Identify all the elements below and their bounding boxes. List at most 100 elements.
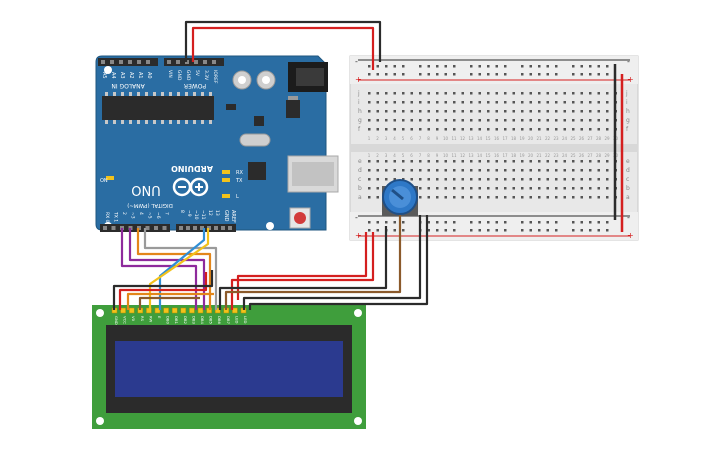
breadboard-hole[interactable] <box>504 160 507 163</box>
breadboard-hole[interactable] <box>529 169 533 172</box>
breadboard-hole[interactable] <box>572 196 575 199</box>
rail-hole[interactable] <box>393 229 397 232</box>
breadboard-hole[interactable] <box>453 178 456 181</box>
breadboard-hole[interactable] <box>546 92 550 95</box>
lcd-pin[interactable] <box>180 307 187 314</box>
breadboard-hole[interactable] <box>427 187 431 190</box>
breadboard-hole[interactable] <box>478 110 482 113</box>
breadboard-hole[interactable] <box>589 187 592 190</box>
breadboard-hole[interactable] <box>453 187 456 190</box>
breadboard-hole[interactable] <box>368 92 371 95</box>
breadboard-hole[interactable] <box>563 187 567 190</box>
breadboard-hole[interactable] <box>546 160 550 163</box>
breadboard-hole[interactable] <box>512 92 516 95</box>
breadboard-hole[interactable] <box>470 178 473 181</box>
rail-hole[interactable] <box>589 73 592 76</box>
rail-hole[interactable] <box>495 73 499 76</box>
breadboard-hole[interactable] <box>419 119 422 122</box>
breadboard-hole[interactable] <box>504 187 507 190</box>
breadboard-hole[interactable] <box>436 169 439 172</box>
rail-hole[interactable] <box>478 73 482 76</box>
breadboard-hole[interactable] <box>402 101 405 104</box>
breadboard-hole[interactable] <box>512 187 516 190</box>
rail-hole[interactable] <box>521 221 524 224</box>
breadboard-hole[interactable] <box>495 196 499 199</box>
rail-hole[interactable] <box>538 229 541 232</box>
breadboard-hole[interactable] <box>504 128 507 131</box>
breadboard-hole[interactable] <box>521 92 524 95</box>
breadboard-hole[interactable] <box>512 160 516 163</box>
breadboard-hole[interactable] <box>393 101 397 104</box>
breadboard-hole[interactable] <box>606 119 609 122</box>
rail-hole[interactable] <box>444 73 448 76</box>
breadboard-hole[interactable] <box>470 92 473 95</box>
header-pin[interactable] <box>154 226 158 230</box>
breadboard-hole[interactable] <box>453 92 456 95</box>
rail-hole[interactable] <box>402 65 405 68</box>
breadboard-hole[interactable] <box>487 169 490 172</box>
breadboard-hole[interactable] <box>572 101 575 104</box>
breadboard-hole[interactable] <box>512 196 516 199</box>
lcd-pin[interactable] <box>128 307 135 314</box>
rail-hole[interactable] <box>470 73 473 76</box>
rail-hole[interactable] <box>529 65 533 68</box>
breadboard-hole[interactable] <box>597 196 601 199</box>
breadboard-hole[interactable] <box>444 119 448 122</box>
breadboard-hole[interactable] <box>504 196 507 199</box>
rail-hole[interactable] <box>385 65 388 68</box>
breadboard-hole[interactable] <box>393 119 397 122</box>
breadboard-hole[interactable] <box>572 128 575 131</box>
breadboard-hole[interactable] <box>478 101 482 104</box>
breadboard-hole[interactable] <box>563 169 567 172</box>
breadboard-hole[interactable] <box>368 187 371 190</box>
header-pin[interactable] <box>200 226 204 230</box>
breadboard-hole[interactable] <box>436 160 439 163</box>
header-pin[interactable] <box>162 226 167 230</box>
rail-hole[interactable] <box>580 65 584 68</box>
breadboard-hole[interactable] <box>529 160 533 163</box>
breadboard-hole[interactable] <box>470 119 473 122</box>
breadboard-hole[interactable] <box>597 101 601 104</box>
breadboard-hole[interactable] <box>495 178 499 181</box>
breadboard-hole[interactable] <box>453 110 456 113</box>
breadboard-hole[interactable] <box>453 101 456 104</box>
breadboard-hole[interactable] <box>402 178 405 181</box>
breadboard-hole[interactable] <box>427 169 431 172</box>
breadboard-hole[interactable] <box>504 92 507 95</box>
header-pin[interactable] <box>212 60 216 64</box>
breadboard-hole[interactable] <box>580 178 584 181</box>
breadboard-hole[interactable] <box>546 169 550 172</box>
rail-hole[interactable] <box>546 73 550 76</box>
breadboard-hole[interactable] <box>563 160 567 163</box>
breadboard-hole[interactable] <box>385 128 388 131</box>
breadboard-hole[interactable] <box>563 128 567 131</box>
breadboard-hole[interactable] <box>563 178 567 181</box>
breadboard-hole[interactable] <box>478 92 482 95</box>
rail-hole[interactable] <box>436 221 439 224</box>
rail-hole[interactable] <box>427 221 431 224</box>
breadboard-hole[interactable] <box>512 119 516 122</box>
breadboard-hole[interactable] <box>427 128 431 131</box>
breadboard-hole[interactable] <box>538 110 541 113</box>
header-pin[interactable] <box>128 60 132 64</box>
rail-hole[interactable] <box>589 221 592 224</box>
rail-hole[interactable] <box>385 221 388 224</box>
rail-hole[interactable] <box>495 229 499 232</box>
breadboard-hole[interactable] <box>402 160 405 163</box>
breadboard-hole[interactable] <box>410 101 414 104</box>
breadboard-hole[interactable] <box>597 128 601 131</box>
breadboard-hole[interactable] <box>555 196 558 199</box>
breadboard-hole[interactable] <box>572 169 575 172</box>
rail-hole[interactable] <box>402 229 405 232</box>
breadboard-hole[interactable] <box>597 119 601 122</box>
breadboard-hole[interactable] <box>606 101 609 104</box>
header-pin[interactable] <box>176 60 180 64</box>
header-pin[interactable] <box>145 226 150 230</box>
breadboard-hole[interactable] <box>589 101 592 104</box>
rail-hole[interactable] <box>402 221 405 224</box>
rail-hole[interactable] <box>487 221 490 224</box>
rail-hole[interactable] <box>427 73 431 76</box>
rail-hole[interactable] <box>393 73 397 76</box>
breadboard-hole[interactable] <box>368 169 371 172</box>
rail-hole[interactable] <box>597 221 601 224</box>
